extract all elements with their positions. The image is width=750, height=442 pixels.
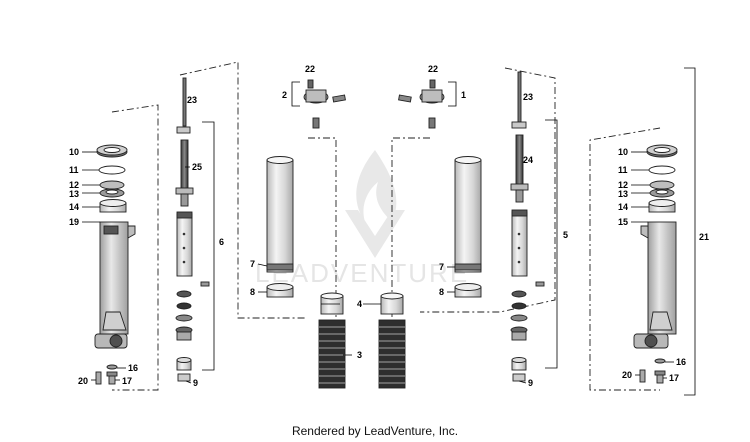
callout-7-left: 7 — [250, 259, 255, 269]
callout-22-right: 22 — [428, 64, 438, 74]
callout-4: 4 — [357, 299, 362, 309]
callout-14-left: 14 — [69, 202, 79, 212]
part-23-rod-right — [511, 71, 527, 129]
callout-6: 6 — [219, 237, 224, 247]
part-19-fork-body — [94, 221, 136, 349]
callout-9-right: 9 — [528, 378, 533, 388]
callout-25: 25 — [192, 162, 202, 172]
part-14-race-right — [648, 199, 676, 213]
callout-1: 1 — [461, 90, 466, 100]
part-25-damper-rod — [175, 139, 194, 207]
part-4-spacer-right — [380, 292, 404, 315]
callout-11-left: 11 — [69, 165, 79, 175]
bracket-5 — [545, 119, 558, 369]
part-11-washer-right — [648, 165, 676, 175]
callout-13-left: 13 — [69, 189, 79, 199]
watermark-logo: LEADVENTURE — [255, 150, 467, 288]
part-9-base-valve-right — [511, 357, 527, 382]
callout-23-right: 23 — [523, 92, 533, 102]
right-inner-dash — [420, 67, 556, 313]
callout-12-left: 12 — [69, 180, 79, 190]
part-3-spring-right — [378, 319, 406, 389]
callout-2: 2 — [282, 90, 287, 100]
bracket-1 — [448, 81, 457, 107]
part-8-bushing-left — [266, 283, 294, 298]
leader-lines — [82, 151, 674, 384]
callout-23-left: 23 — [187, 95, 197, 105]
part-1-cap-assembly-right — [398, 79, 445, 129]
part-7-inner-tube-left — [266, 156, 294, 273]
part-5-cartridge — [510, 209, 545, 341]
part-2-cap-assembly-left — [303, 79, 346, 129]
callout-20-right: 20 — [622, 370, 632, 380]
part-24-damper-rod — [510, 134, 529, 203]
callout-11-right: 11 — [618, 165, 628, 175]
part-4-spacer-left — [320, 292, 344, 315]
callout-3: 3 — [357, 350, 362, 360]
callout-12-right: 12 — [618, 180, 628, 190]
callout-17-right: 17 — [669, 373, 679, 383]
callout-7-right: 7 — [439, 262, 444, 272]
left-inner-dash — [179, 61, 305, 319]
callout-22-left: 22 — [305, 64, 315, 74]
callout-19: 19 — [69, 217, 79, 227]
center-right-dash — [391, 137, 430, 320]
part-23-rod-left — [176, 77, 191, 134]
callout-16-left: 16 — [128, 363, 138, 373]
part-12-13-bearing — [99, 180, 125, 198]
part-8-bushing-right — [454, 283, 482, 298]
callout-16-right: 16 — [676, 357, 686, 367]
part-14-race — [99, 199, 127, 213]
bracket-6 — [202, 121, 215, 371]
callout-8-left: 8 — [250, 287, 255, 297]
part-6-cartridge — [175, 211, 210, 341]
bracket-21 — [684, 67, 696, 396]
footer-credit: Rendered by LeadVenture, Inc. — [291, 424, 459, 438]
callout-14-right: 14 — [618, 202, 628, 212]
part-10-nut-right — [646, 144, 678, 158]
callout-24: 24 — [523, 155, 533, 165]
callout-10-left: 10 — [69, 147, 79, 157]
part-11-washer — [98, 165, 126, 175]
part-12-13-bearing-right — [649, 180, 675, 198]
callout-8-right: 8 — [439, 287, 444, 297]
callout-5: 5 — [563, 230, 568, 240]
part-16-17-20-bolts-right — [639, 358, 666, 384]
callout-9-left: 9 — [193, 378, 198, 388]
part-16-17-20-bolts — [95, 364, 118, 385]
part-9-base-valve — [176, 357, 192, 382]
bracket-2 — [291, 81, 300, 107]
callout-13-right: 13 — [618, 189, 628, 199]
part-3-spring-left — [318, 319, 346, 389]
part-15-fork-body — [633, 221, 677, 349]
right-outer-dash — [589, 127, 661, 391]
callout-10-right: 10 — [618, 147, 628, 157]
callout-20-left: 20 — [78, 376, 88, 386]
callout-15: 15 — [618, 217, 628, 227]
callout-21: 21 — [699, 232, 709, 242]
part-10-nut — [96, 144, 128, 158]
part-7-inner-tube-right — [454, 156, 482, 273]
callout-17-left: 17 — [122, 376, 132, 386]
